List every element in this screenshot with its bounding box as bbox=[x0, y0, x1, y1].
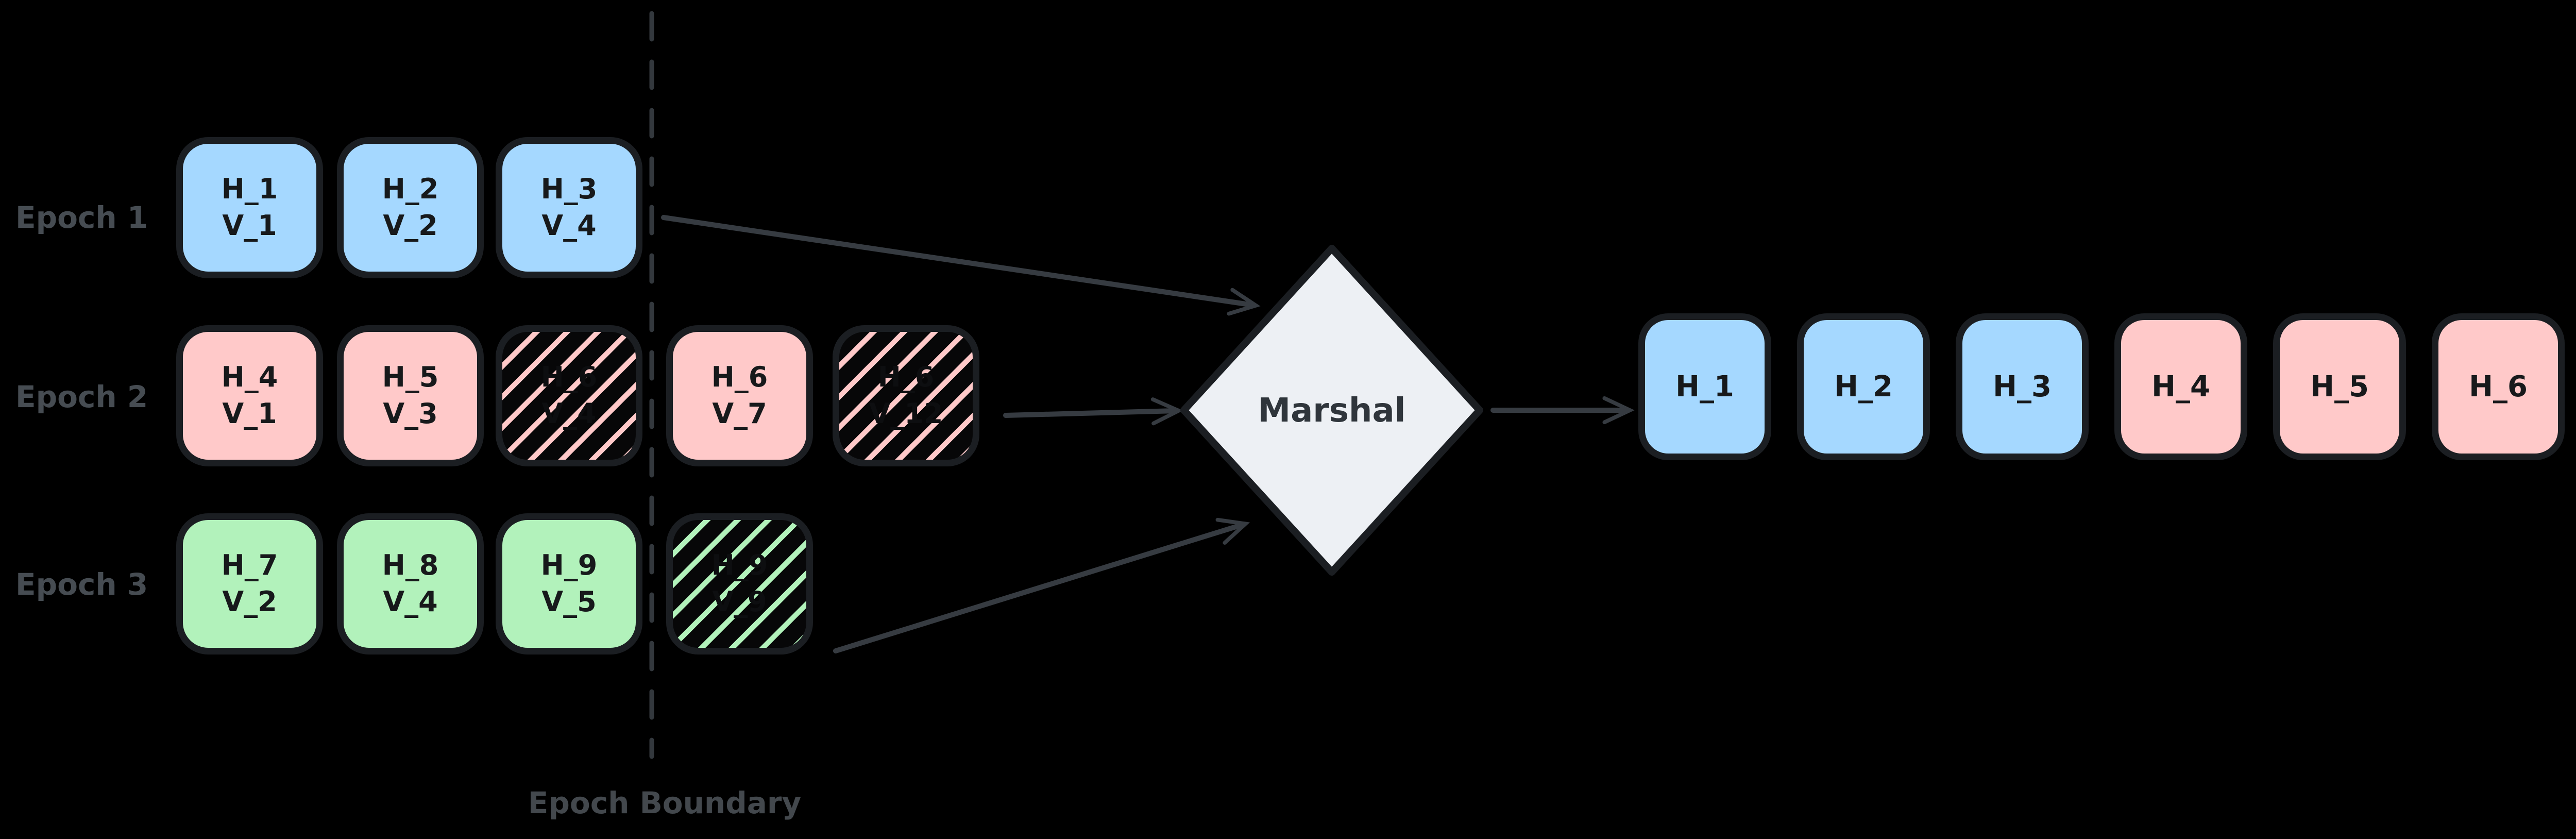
sample-v-label: V_2 bbox=[383, 209, 438, 242]
sample-box-epoch1-2: H_2 V_2 bbox=[337, 137, 484, 278]
sample-box-epoch2-1: H_4 V_1 bbox=[176, 325, 323, 466]
marshal-diamond bbox=[1180, 245, 1483, 576]
marshal-label: Marshal bbox=[1258, 392, 1406, 430]
output-label: H_2 bbox=[1834, 370, 1893, 404]
sample-v-label: V_7 bbox=[712, 397, 767, 430]
epoch-3-label: Epoch 3 bbox=[15, 567, 148, 602]
sample-h-label: H_8 bbox=[382, 549, 439, 582]
output-label: H_3 bbox=[1993, 370, 2052, 404]
sample-box-epoch1-1: H_1 V_1 bbox=[176, 137, 323, 278]
sample-v-label: V_1 bbox=[222, 209, 277, 242]
output-box-2: H_2 bbox=[1797, 313, 1930, 460]
sample-box-epoch3-2: H_8 V_4 bbox=[337, 513, 484, 655]
sample-h-label: H_6 bbox=[540, 361, 598, 394]
sample-box-epoch3-3: H_9 V_5 bbox=[496, 513, 642, 655]
dropped-sample-box-epoch2-2: H_6 V_12 bbox=[833, 325, 979, 466]
epoch-1-label: Epoch 1 bbox=[15, 200, 148, 235]
dropped-sample-box-epoch3-1: H_9 V_9 bbox=[666, 513, 813, 655]
sample-v-label: V_3 bbox=[383, 397, 438, 430]
sample-v-label: V_4 bbox=[541, 397, 597, 430]
epoch-boundary-label: Epoch Boundary bbox=[528, 785, 802, 820]
sample-h-label: H_5 bbox=[382, 361, 439, 394]
sample-h-label: H_4 bbox=[221, 361, 278, 394]
sample-box-epoch2-3: H_6 V_7 bbox=[666, 325, 813, 466]
sample-v-label: V_2 bbox=[222, 585, 277, 618]
sample-v-label: V_5 bbox=[541, 585, 597, 618]
output-box-4: H_4 bbox=[2114, 313, 2247, 460]
sample-h-label: H_1 bbox=[221, 173, 278, 206]
output-box-6: H_6 bbox=[2432, 313, 2565, 460]
output-label: H_5 bbox=[2310, 370, 2369, 404]
sample-v-label: V_9 bbox=[712, 585, 767, 618]
output-box-5: H_5 bbox=[2273, 313, 2406, 460]
output-box-3: H_3 bbox=[1956, 313, 2089, 460]
output-label: H_1 bbox=[1675, 370, 1734, 404]
sample-v-label: V_4 bbox=[383, 585, 438, 618]
sample-v-label: V_4 bbox=[541, 209, 597, 242]
epoch-2-label: Epoch 2 bbox=[15, 379, 148, 414]
output-box-1: H_1 bbox=[1638, 313, 1771, 460]
sample-box-epoch1-3: H_3 V_4 bbox=[496, 137, 642, 278]
sample-h-label: H_2 bbox=[382, 173, 439, 206]
sample-box-epoch3-1: H_7 V_2 bbox=[176, 513, 323, 655]
sample-h-label: H_7 bbox=[221, 549, 278, 582]
sample-h-label: H_3 bbox=[540, 173, 598, 206]
sample-h-label: H_6 bbox=[711, 361, 768, 394]
sample-h-label: H_9 bbox=[711, 549, 768, 582]
sample-box-epoch2-2: H_5 V_3 bbox=[337, 325, 484, 466]
sample-v-label: V_1 bbox=[222, 397, 277, 430]
arrow-epoch3-to-marshal bbox=[833, 517, 1250, 653]
sample-v-label: V_12 bbox=[869, 397, 943, 430]
sample-h-label: H_6 bbox=[877, 361, 935, 394]
output-label: H_6 bbox=[2469, 370, 2528, 404]
arrow-epoch1-to-marshal bbox=[661, 215, 1261, 316]
output-label: H_4 bbox=[2151, 370, 2210, 404]
arrow-epoch2-to-marshal bbox=[1003, 397, 1183, 426]
sample-h-label: H_9 bbox=[540, 549, 598, 582]
dropped-sample-box-epoch2-1: H_6 V_4 bbox=[496, 325, 642, 466]
